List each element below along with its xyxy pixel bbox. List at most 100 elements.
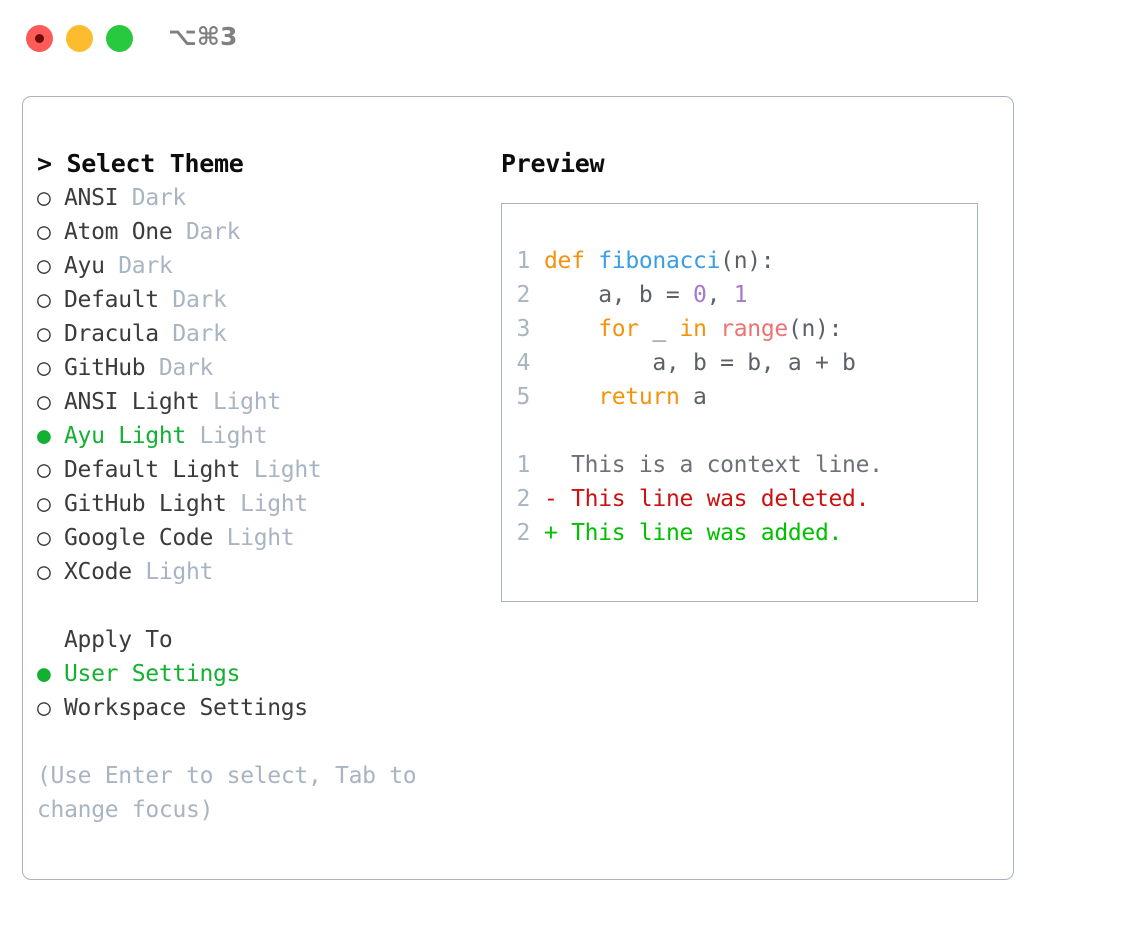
radio-unselected-icon: ○: [37, 389, 51, 415]
radio-selected-icon: ●: [37, 423, 51, 449]
theme-variant-tag: Light: [213, 389, 281, 415]
theme-option-ayu-light[interactable]: ● Ayu Light Light: [37, 419, 477, 453]
theme-option-ansi-light[interactable]: ○ ANSI Light Light: [37, 385, 477, 419]
radio-unselected-icon: ○: [37, 695, 51, 721]
code-token-plain: [707, 316, 721, 342]
diff-sign: [544, 452, 571, 478]
theme-option-google-code[interactable]: ○ Google Code Light: [37, 521, 477, 555]
maximize-window-button[interactable]: [106, 25, 133, 52]
apply-to-option-label: User Settings: [64, 661, 241, 687]
code-line-number: 3: [516, 316, 530, 342]
label-space: [227, 491, 241, 517]
theme-option-label: Default: [64, 287, 159, 313]
theme-option-label: Ayu Light: [64, 423, 186, 449]
minimize-window-button[interactable]: [66, 25, 93, 52]
keyboard-hint-text: (Use Enter to select, Tab to change focu…: [37, 763, 417, 823]
radio-unselected-icon: ○: [37, 287, 51, 313]
diff-line-number: 2: [516, 520, 530, 546]
radio-unselected-icon: ○: [37, 559, 51, 585]
code-line: 3 for _ in range(n):: [516, 312, 969, 346]
code-token-plain: ,: [706, 282, 734, 308]
code-token-num: 1: [733, 282, 748, 308]
code-token-kw: def: [544, 248, 585, 274]
theme-variant-tag: Light: [226, 525, 295, 551]
code-token-plain: (n):: [787, 316, 843, 342]
select-theme-heading: > Select Theme: [37, 149, 244, 178]
label-space: [118, 185, 132, 211]
theme-variant-tag: Dark: [131, 185, 187, 211]
diff-line-ctx: 1 This is a context line.: [516, 448, 969, 482]
radio-unselected-icon: ○: [37, 253, 51, 279]
label-space: [105, 253, 119, 279]
theme-list[interactable]: ○ANSI Dark○Atom One Dark○Ayu Dark○Defaul…: [37, 181, 477, 589]
preview-heading: Preview: [501, 149, 605, 178]
code-token-kw: in: [679, 316, 707, 342]
theme-option-github-light[interactable]: ○GitHub Light Light: [37, 487, 477, 521]
theme-option-label: ANSI Light: [64, 389, 200, 415]
theme-variant-tag: Dark: [118, 253, 173, 279]
code-line: 4 a, b = b, a + b: [516, 346, 969, 380]
radio-unselected-icon: ○: [37, 457, 51, 483]
diff-text: This is a context line.: [571, 452, 883, 478]
theme-option-label: Dracula: [64, 321, 159, 347]
label-space: [240, 457, 254, 483]
theme-option-label: Ayu: [64, 253, 105, 279]
theme-option-label: Google Code: [64, 525, 214, 551]
theme-option-label: Default Light: [64, 457, 241, 483]
theme-option-ayu[interactable]: ○ Ayu Dark: [37, 249, 477, 283]
theme-option-label: XCode: [64, 559, 132, 585]
code-token-plain: a: [679, 384, 707, 410]
code-token-kw: return: [598, 384, 680, 410]
theme-option-xcode[interactable]: ○XCode Light: [37, 555, 477, 589]
theme-option-label: ANSI: [64, 185, 119, 211]
label-space: [213, 525, 227, 551]
theme-option-label: Atom One: [64, 219, 173, 245]
theme-option-github[interactable]: ○GitHub Dark: [37, 351, 477, 385]
code-token-plain: [544, 384, 598, 410]
apply-to-option-user-settings[interactable]: ● User Settings: [37, 657, 477, 691]
diff-text: This line was deleted.: [571, 486, 870, 512]
apply-to-option-label: Workspace Settings: [64, 695, 308, 721]
radio-unselected-icon: ○: [37, 355, 51, 381]
radio-unselected-icon: ○: [37, 219, 51, 245]
radio-selected-icon: ●: [37, 661, 51, 687]
code-line-number: 4: [516, 350, 530, 376]
theme-selection-panel: > Select Theme ○ANSI Dark○Atom One Dark○…: [37, 147, 477, 827]
apply-to-list[interactable]: ● User Settings ○ Workspace Settings: [37, 657, 477, 725]
theme-option-ansi[interactable]: ○ANSI Dark: [37, 181, 477, 215]
apply-to-option-workspace-settings[interactable]: ○ Workspace Settings: [37, 691, 477, 725]
label-space: [159, 287, 173, 313]
theme-variant-tag: Dark: [172, 287, 227, 313]
theme-option-default[interactable]: ○ Default Dark: [37, 283, 477, 317]
two-column-layout: > Select Theme ○ANSI Dark○Atom One Dark○…: [23, 97, 1013, 879]
code-token-plain: [544, 316, 598, 342]
label-space: [132, 559, 146, 585]
diff-text: This line was added.: [571, 520, 843, 546]
code-token-kw: for: [598, 316, 639, 342]
radio-unselected-icon: ○: [37, 491, 51, 517]
code-token-plain: [585, 248, 599, 274]
theme-variant-tag: Dark: [158, 355, 214, 381]
diff-line-number: 2: [516, 486, 530, 512]
theme-option-default-light[interactable]: ○Default Light Light: [37, 453, 477, 487]
diff-line-add: 2+ This line was added.: [516, 516, 969, 550]
code-token-builtin: range: [720, 316, 788, 342]
apply-to-heading: Apply To: [64, 627, 173, 653]
close-window-button[interactable]: [26, 25, 53, 52]
radio-unselected-icon: ○: [37, 321, 51, 347]
radio-unselected-icon: ○: [37, 525, 51, 551]
code-token-plain: a, b =: [544, 282, 694, 308]
list-spacer: [37, 589, 477, 623]
code-line-number: 2: [516, 282, 530, 308]
label-space: [145, 355, 159, 381]
theme-variant-tag: Light: [199, 423, 268, 449]
window-titlebar: ⌥⌘3: [0, 0, 1140, 80]
code-token-plain: a, b = b, a + b: [544, 350, 856, 376]
theme-variant-tag: Light: [240, 491, 308, 517]
theme-option-dracula[interactable]: ○Dracula Dark: [37, 317, 477, 351]
code-token-fn: fibonacci: [598, 248, 721, 274]
theme-option-atom-one[interactable]: ○Atom One Dark: [37, 215, 477, 249]
